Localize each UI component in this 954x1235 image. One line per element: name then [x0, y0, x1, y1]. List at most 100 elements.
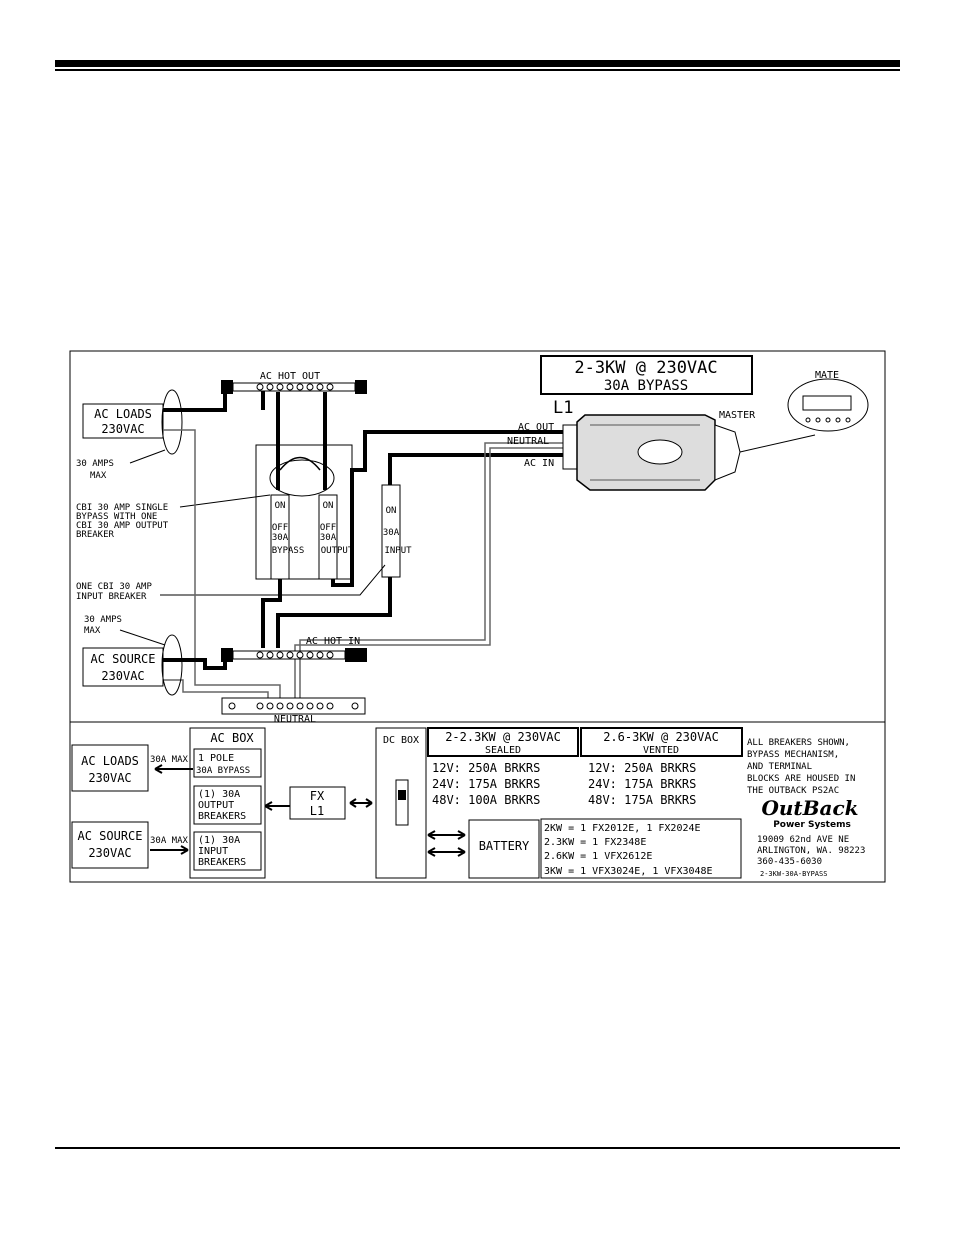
output-label: OUTPUT — [321, 546, 354, 556]
wire-output-to-acout — [331, 430, 565, 587]
arrow-dc-battery-2 — [427, 847, 466, 857]
note-5: THE OUTBACK PS2AC — [747, 786, 839, 796]
cbi-note-1: CBI 30 AMP SINGLE — [76, 503, 168, 513]
ac-hot-out-bus — [232, 382, 356, 392]
input-sub-3: BREAKERS — [198, 857, 246, 868]
model-1: 2KW = 1 FX2012E, 1 FX2024E — [544, 823, 701, 834]
ac-hot-in-label: AC HOT IN — [306, 636, 360, 647]
wire-loads-hot — [163, 390, 227, 412]
arrow-dc-battery-1 — [427, 830, 466, 840]
sealed-row-3: 48V: 100A BRKRS — [432, 793, 540, 807]
cbi-note-3: CBI 30 AMP OUTPUT — [76, 521, 169, 531]
model-3: 2.6KW = 1 VFX2612E — [544, 851, 652, 862]
block-battery — [468, 819, 540, 879]
leader-bottom — [119, 629, 166, 646]
hotin-end-right — [345, 648, 367, 662]
wire-loads-neutral — [163, 429, 281, 700]
input-sub-1: (1) 30A — [198, 835, 240, 846]
sealed-header-box — [427, 727, 579, 757]
address-1: 19009 62nd AVE NE — [757, 835, 849, 845]
output-on: ON — [323, 501, 334, 511]
sealed-title: 2-2.3KW @ 230VAC — [445, 730, 561, 744]
bypass-off: OFF — [272, 523, 288, 533]
neutral-bus-label: NEUTRAL — [274, 714, 316, 725]
ac-loads-line-1: AC LOADS — [94, 407, 152, 421]
bypass-interlock — [279, 456, 321, 471]
inverter-terminal — [562, 424, 578, 470]
header-rule-thin — [55, 69, 900, 71]
input-30a: 30A — [383, 528, 400, 538]
block-fx — [289, 786, 346, 820]
note-1: ALL BREAKERS SHOWN, — [747, 738, 850, 748]
inverter-ribs — [590, 424, 700, 481]
vented-row-3: 48V: 175A BRKRS — [588, 793, 696, 807]
arrow-fx-to-acbox — [264, 801, 290, 811]
ac-in-label: AC IN — [524, 458, 554, 469]
note-4: BLOCKS ARE HOUSED IN — [747, 774, 855, 784]
output-off: OFF — [320, 523, 336, 533]
block-source-line-1: AC SOURCE — [77, 829, 142, 843]
block-loads-line-2: 230VAC — [88, 771, 131, 785]
ac-hot-in-bus — [232, 650, 346, 660]
ac-box-label: AC BOX — [210, 731, 254, 745]
bypass-30a: 30A — [272, 533, 289, 543]
vented-sub: VENTED — [643, 745, 679, 756]
block-loads-line-1: AC LOADS — [81, 754, 139, 768]
battery-label: BATTERY — [479, 839, 530, 853]
outback-logo: OutBack — [761, 796, 858, 820]
wire-input-to-acin — [388, 453, 565, 485]
bypass-sub-1: 1 POLE — [198, 753, 234, 764]
block-source-line-2: 230VAC — [88, 846, 131, 860]
input-on: ON — [386, 506, 397, 516]
vented-title: 2.6-3KW @ 230VAC — [603, 730, 719, 744]
sealed-row-2: 24V: 175A BRKRS — [432, 777, 540, 791]
neutral-terminals — [228, 702, 359, 710]
amps-max-top-1: 30 AMPS — [76, 459, 114, 469]
dc-breaker — [395, 779, 409, 826]
inverter-endcap — [714, 424, 741, 481]
loads-max: 30A MAX — [150, 755, 189, 765]
arrow-from-source — [150, 845, 189, 855]
output-30a: 30A — [320, 533, 337, 543]
block-ac-source — [71, 821, 149, 869]
ac-loads-box — [82, 403, 164, 439]
vented-row-1: 12V: 250A BRKRS — [588, 761, 696, 775]
output-sub-3: BREAKERS — [198, 811, 246, 822]
ac-loads-line-2: 230VAC — [101, 422, 144, 436]
sealed-sub: SEALED — [485, 745, 521, 756]
ac-source-line-2: 230VAC — [101, 669, 144, 683]
mate-buttons — [805, 417, 851, 423]
leader-top — [129, 449, 166, 464]
block-ac-loads — [71, 744, 149, 792]
outback-logo-sub: Power Systems — [773, 820, 851, 830]
vented-row-2: 24V: 175A BRKRS — [588, 777, 696, 791]
bypass-handle — [269, 459, 335, 497]
input-note-2: INPUT BREAKER — [76, 592, 147, 602]
address-2: ARLINGTON, WA. 98223 — [757, 846, 865, 856]
dc-box-label: DC BOX — [383, 735, 419, 746]
sealed-row-1: 12V: 250A BRKRS — [432, 761, 540, 775]
header-rule — [55, 60, 900, 67]
models-box — [540, 818, 742, 879]
bypass-label: BYPASS — [272, 546, 305, 556]
cbi-note-2: BYPASS WITH ONE — [76, 512, 157, 522]
fx-line-1: FX — [310, 789, 325, 803]
neutral-label: NEUTRAL — [507, 436, 549, 447]
loads-cable-loop — [161, 389, 183, 455]
title-line-1: 2-3KW @ 230VAC — [574, 358, 717, 378]
leader-input — [160, 564, 386, 596]
mate-display — [802, 395, 852, 411]
amps-max-bottom-1: 30 AMPS — [84, 615, 122, 625]
ac-source-box — [82, 647, 164, 687]
ac-hot-out-label: AC HOT OUT — [260, 371, 320, 382]
arrow-fx-dc — [349, 798, 373, 808]
inverter-l1: L1 — [553, 398, 573, 418]
bypass-sub-box — [193, 748, 262, 778]
wire-source-hot — [163, 658, 227, 670]
input-note-1: ONE CBI 30 AMP — [76, 582, 152, 592]
ac-out-label: AC OUT — [518, 422, 554, 433]
model-4: 3KW = 1 VFX3024E, 1 VFX3048E — [544, 866, 713, 877]
note-3: AND TERMINAL — [747, 762, 812, 772]
cbi-note-4: BREAKER — [76, 530, 115, 540]
